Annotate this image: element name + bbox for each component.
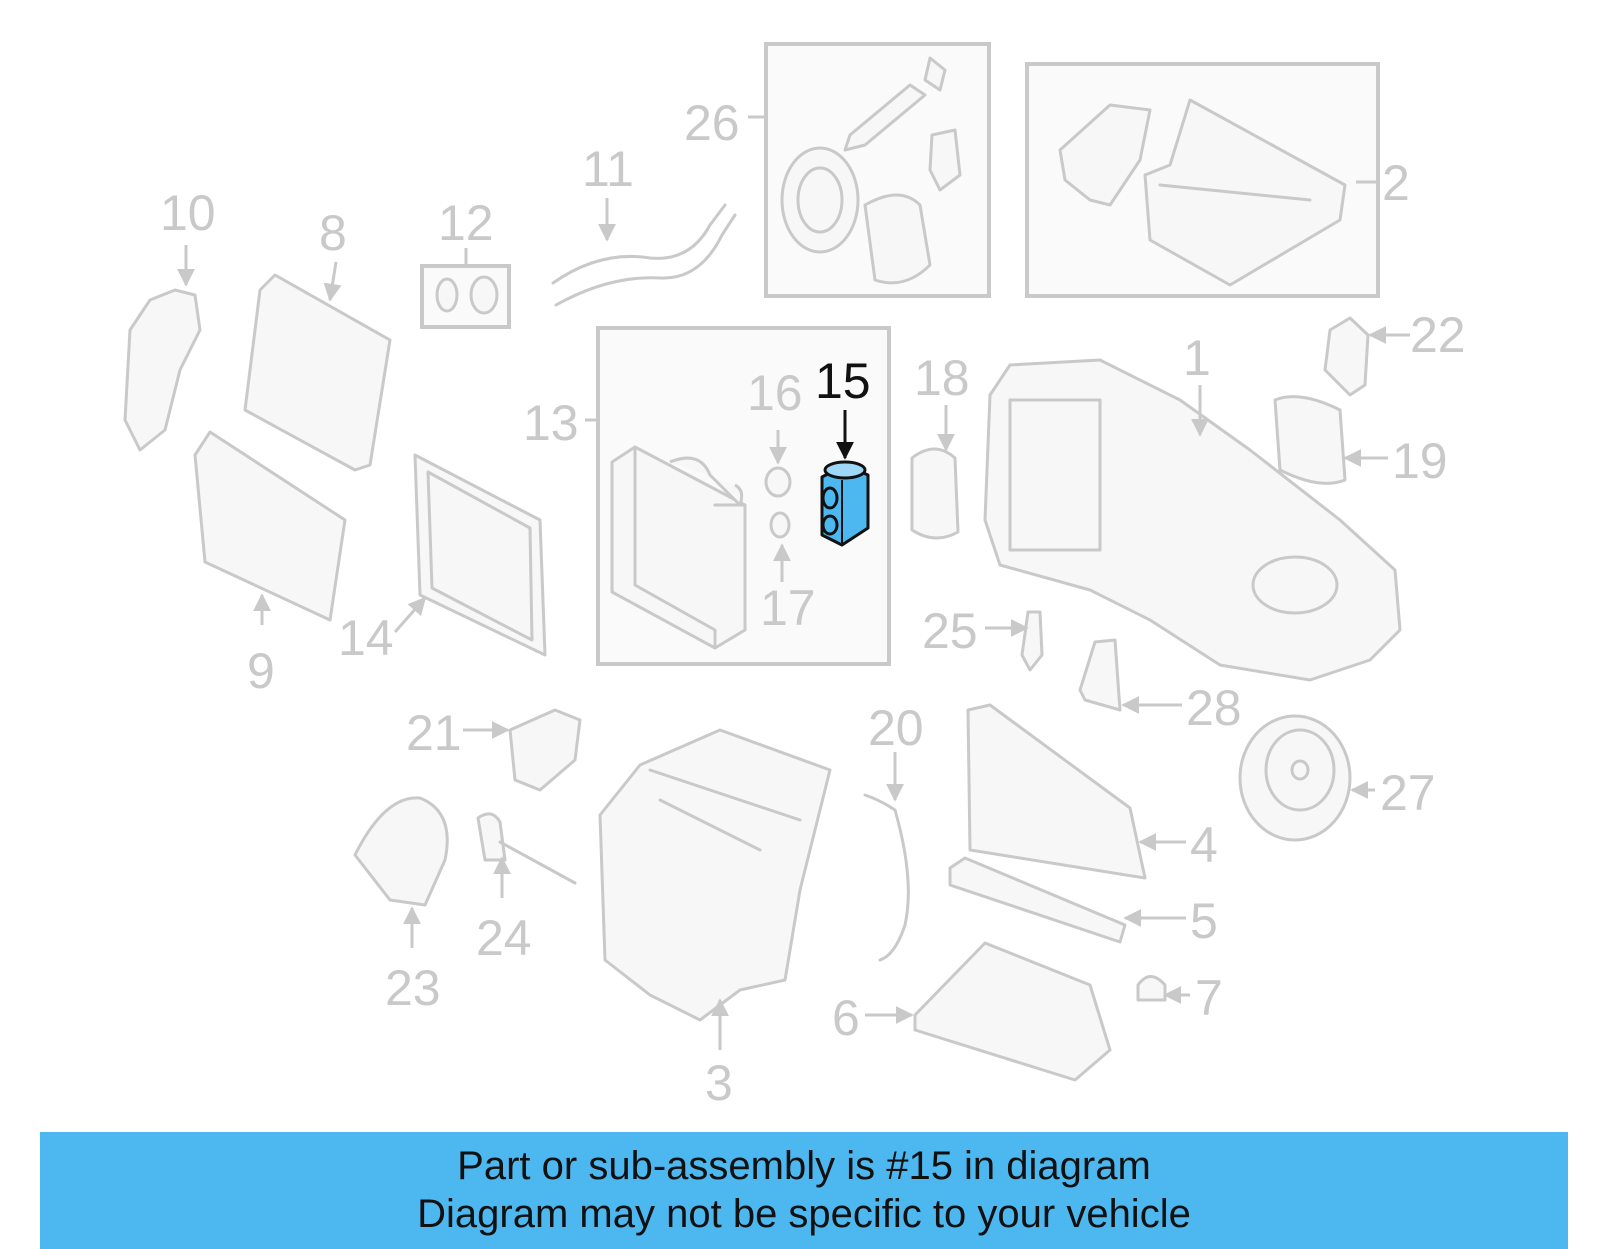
callout-label-14: 14 — [338, 610, 394, 666]
part-20-drawing — [863, 793, 910, 962]
callout-label-6: 6 — [832, 990, 860, 1046]
callout-label-25: 25 — [922, 603, 978, 659]
part-11-drawing — [551, 203, 737, 307]
callout-label-8: 8 — [319, 205, 347, 261]
callout-label-18: 18 — [914, 350, 970, 406]
callout-label-3: 3 — [705, 1055, 733, 1111]
callout-label-5: 5 — [1190, 893, 1218, 949]
callout-label-17: 17 — [760, 580, 816, 636]
callout-leaders — [177, 115, 1410, 1050]
callout-label-22: 22 — [1410, 307, 1466, 363]
part-9-drawing — [193, 430, 347, 622]
callout-label-19: 19 — [1392, 433, 1448, 489]
part-1-drawing — [983, 358, 1402, 682]
part-25-drawing — [1020, 610, 1044, 672]
part-19-drawing — [1273, 395, 1347, 485]
info-banner: Part or sub-assembly is #15 in diagram D… — [40, 1132, 1568, 1249]
part-8-drawing — [243, 273, 392, 472]
part-24-drawing — [476, 812, 507, 862]
part-23-drawing — [353, 796, 449, 907]
callout-label-20: 20 — [868, 700, 924, 756]
part-18-drawing — [910, 447, 960, 540]
callout-label-15[interactable]: 15 — [815, 353, 871, 409]
part-22-drawing — [1323, 316, 1370, 397]
banner-line-1: Part or sub-assembly is #15 in diagram — [457, 1144, 1151, 1188]
callout-label-7: 7 — [1195, 970, 1223, 1026]
part-4-drawing — [966, 703, 1147, 880]
callout-label-28: 28 — [1186, 680, 1242, 736]
callout-label-9: 9 — [247, 643, 275, 699]
part-5-drawing — [948, 856, 1127, 944]
part-26-drawing — [780, 56, 962, 285]
part-6-drawing — [913, 941, 1112, 1082]
part-2-drawing — [1058, 98, 1347, 287]
part-28-drawing — [1078, 638, 1122, 712]
part-21-drawing — [508, 708, 582, 792]
callout-label-12: 12 — [438, 195, 494, 251]
part-3-drawing — [598, 728, 832, 1022]
part-10-drawing — [123, 288, 202, 452]
callout-label-1: 1 — [1183, 330, 1211, 386]
part-27-drawing — [1238, 714, 1352, 842]
part-15-expansion-valve-highlighted[interactable] — [820, 460, 870, 547]
part-7-drawing — [1136, 975, 1167, 1002]
callout-label-27: 27 — [1380, 765, 1436, 821]
callout-label-11: 11 — [582, 141, 634, 197]
callout-label-21: 21 — [406, 705, 462, 761]
callout-label-26: 26 — [684, 95, 740, 151]
callout-label-13: 13 — [523, 395, 579, 451]
callout-label-2: 2 — [1382, 155, 1410, 211]
callout-label-23: 23 — [385, 960, 441, 1016]
banner-line-2: Diagram may not be specific to your vehi… — [417, 1192, 1191, 1236]
part-13-drawing — [610, 445, 792, 650]
callout-label-16: 16 — [747, 365, 803, 421]
part-14-drawing — [413, 453, 547, 657]
callout-label-24: 24 — [476, 910, 532, 966]
callout-label-4: 4 — [1190, 817, 1218, 873]
callout-label-10: 10 — [160, 185, 216, 241]
